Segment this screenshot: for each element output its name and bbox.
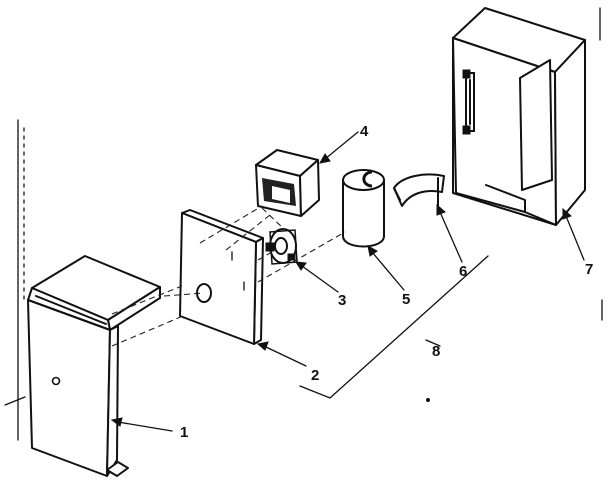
callout-5: 5 bbox=[402, 291, 410, 308]
handle bbox=[462, 69, 475, 135]
callout-8: 8 bbox=[432, 343, 440, 360]
callout-7: 7 bbox=[585, 261, 593, 278]
callout-numbers: 1 2 3 4 5 6 7 8 bbox=[180, 123, 593, 441]
part-4-relay bbox=[255, 149, 320, 217]
part-5-capacitor bbox=[342, 169, 385, 248]
part-1-front-cover bbox=[27, 255, 161, 477]
callout-4: 4 bbox=[360, 123, 369, 140]
part-7-enclosure-cover bbox=[452, 7, 586, 226]
callout-2: 2 bbox=[311, 367, 319, 384]
callout-3: 3 bbox=[338, 292, 346, 309]
leader-lines bbox=[110, 131, 585, 432]
part-6-clamp-strap bbox=[393, 173, 445, 207]
callout-1: 1 bbox=[180, 424, 188, 441]
part-2-mounting-plate bbox=[179, 209, 264, 345]
callout-6: 6 bbox=[459, 263, 467, 280]
alignment-lines bbox=[111, 205, 346, 347]
scan-edge-marks bbox=[4, 7, 603, 441]
part-3-overload-protector bbox=[265, 228, 298, 265]
